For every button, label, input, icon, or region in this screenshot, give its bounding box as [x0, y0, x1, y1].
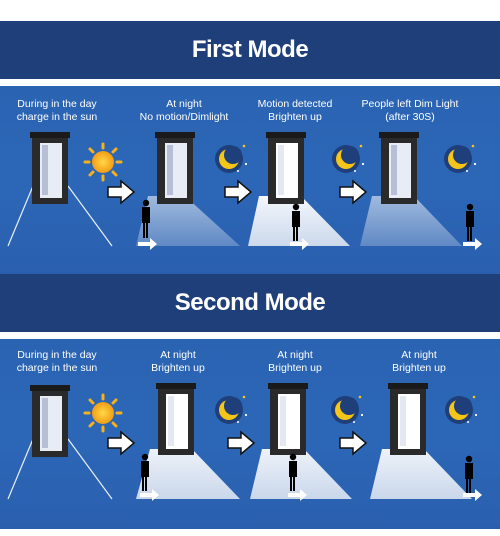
caption-line: Brighten up	[268, 111, 322, 123]
person-icon	[141, 453, 149, 491]
first-mode-step-4-caption: People left Dim Light (after 30S)	[350, 98, 470, 124]
moon-icon	[215, 395, 248, 424]
lamp-icon	[379, 132, 419, 204]
motion-arrow-icon	[463, 489, 482, 501]
first-mode-scene	[7, 132, 482, 250]
caption-line: Brighten up	[392, 362, 446, 374]
bright-light-beam	[370, 449, 472, 499]
arrow-right-icon	[339, 430, 368, 456]
sun-icon	[83, 393, 123, 433]
person-icon	[292, 203, 300, 241]
first-mode-panel: During in the day charge in the sun At n…	[0, 86, 500, 276]
moon-icon	[444, 144, 477, 173]
motion-arrow-icon	[463, 238, 482, 250]
caption-line: At night	[401, 349, 437, 361]
second-mode-step-1-caption: During in the day charge in the sun	[0, 349, 117, 375]
caption-line: Brighten up	[268, 362, 322, 374]
arrow-right-icon	[107, 179, 136, 205]
first-mode-banner: First Mode	[0, 21, 500, 79]
caption-line: During in the day	[17, 98, 97, 110]
moon-icon	[331, 395, 364, 424]
caption-line: During in the day	[17, 349, 97, 361]
caption-line: (after 30S)	[385, 111, 435, 123]
bright-light-beam	[136, 449, 240, 499]
second-mode-panel: During in the day charge in the sun At n…	[0, 339, 500, 529]
caption-line: charge in the sun	[16, 111, 98, 123]
arrow-right-icon	[224, 179, 253, 205]
moon-icon	[332, 144, 365, 173]
caption-line: At night	[277, 349, 313, 361]
second-mode-step-2-caption: At night Brighten up	[118, 349, 238, 375]
motion-arrow-icon	[290, 238, 309, 250]
lamp-icon	[7, 385, 113, 500]
sun-icon	[83, 142, 123, 182]
caption-line: At night	[160, 349, 196, 361]
person-icon	[142, 199, 150, 238]
motion-arrow-icon	[140, 489, 159, 501]
arrow-right-icon	[107, 430, 136, 456]
dim-light-beam	[136, 196, 240, 246]
bright-light-beam	[250, 449, 352, 499]
caption-line: No motion/Dimlight	[139, 111, 229, 123]
lamp-icon	[155, 132, 195, 204]
second-mode-title: Second Mode	[174, 289, 326, 316]
motion-arrow-icon	[288, 489, 307, 501]
first-mode-title: First Mode	[191, 36, 309, 63]
lamp-icon	[7, 132, 113, 247]
caption-line: Brighten up	[151, 362, 205, 374]
caption-line: People left Dim Light	[361, 98, 459, 110]
first-mode-step-3-caption: Motion detected Brighten up	[235, 98, 355, 124]
lamp-icon	[156, 383, 196, 455]
person-icon	[465, 455, 473, 493]
second-mode-step-3-caption: At night Brighten up	[235, 349, 355, 375]
lamp-icon	[266, 132, 306, 204]
person-icon	[466, 203, 474, 241]
second-mode-banner: Second Mode	[0, 274, 500, 332]
lamp-icon	[268, 383, 308, 455]
person-icon	[289, 453, 297, 491]
moon-icon	[445, 395, 478, 424]
moon-icon	[215, 144, 248, 173]
caption-line: charge in the sun	[16, 362, 98, 374]
caption-line: Motion detected	[257, 98, 333, 110]
arrow-right-icon	[227, 430, 256, 456]
dim-light-beam	[360, 196, 462, 246]
first-mode-step-1-caption: During in the day charge in the sun	[0, 98, 117, 124]
caption-line: At night	[166, 98, 202, 110]
motion-arrow-icon	[138, 238, 157, 250]
second-mode-scene	[7, 383, 482, 501]
arrow-right-icon	[339, 179, 368, 205]
lamp-icon	[388, 383, 428, 455]
first-mode-step-2-caption: At night No motion/Dimlight	[124, 98, 244, 124]
second-mode-step-4-caption: At night Brighten up	[359, 349, 479, 375]
